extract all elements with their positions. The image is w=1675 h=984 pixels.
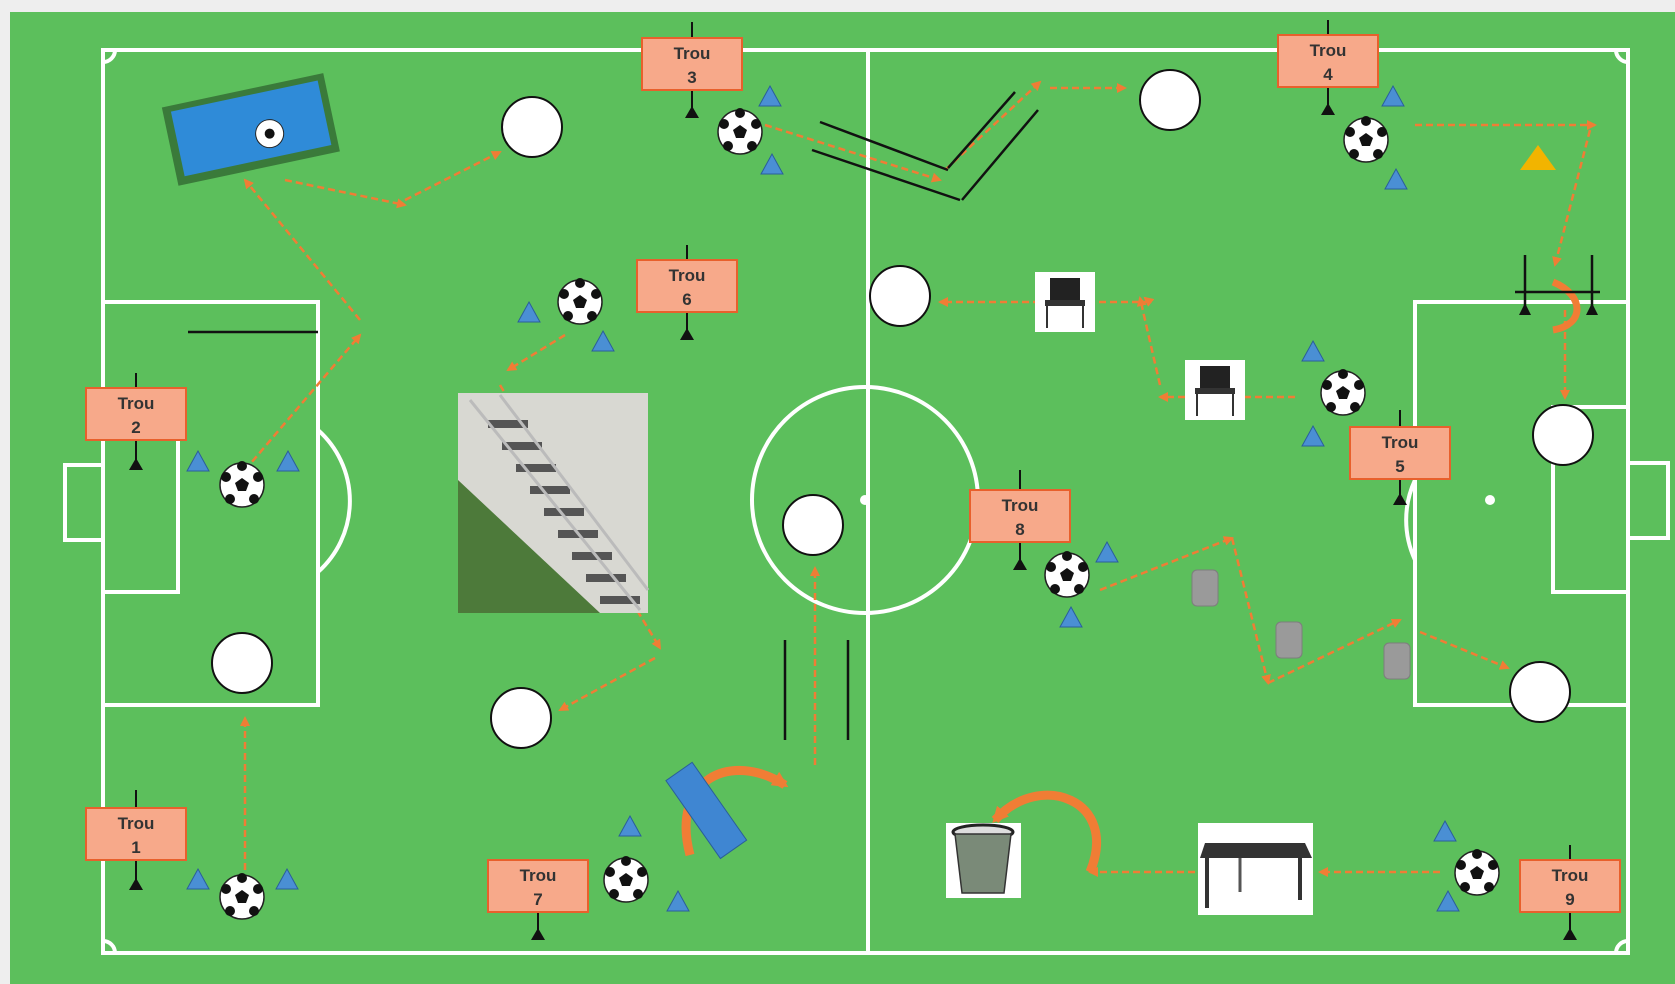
hole-label-number: 9 xyxy=(1565,890,1574,909)
hole-label-8: Trou 8 xyxy=(970,490,1070,542)
hole-label-1: Trou 1 xyxy=(86,808,186,860)
hole-label-number: 4 xyxy=(1323,65,1333,84)
hole-label-number: 8 xyxy=(1015,520,1024,539)
bucket-icon xyxy=(1192,570,1218,606)
hole-label-6: Trou 6 xyxy=(637,260,737,312)
bucket-icon xyxy=(1276,622,1302,658)
hole-label-3: Trou 3 xyxy=(642,38,742,90)
target-circle-icon xyxy=(212,633,272,693)
hole-label-number: 2 xyxy=(131,418,140,437)
target-circle-icon xyxy=(870,266,930,326)
hole-label-title: Trou xyxy=(520,866,557,885)
center-spot xyxy=(860,495,870,505)
hole-label-2: Trou 2 xyxy=(86,388,186,440)
hole-label-number: 3 xyxy=(687,68,696,87)
right-penalty-spot xyxy=(1485,495,1495,505)
hole-label-title: Trou xyxy=(118,394,155,413)
chair-icon xyxy=(1035,272,1095,332)
hole-label-4: Trou 4 xyxy=(1278,35,1378,87)
hole-label-title: Trou xyxy=(1310,41,1347,60)
hole-label-title: Trou xyxy=(1002,496,1039,515)
hole-label-number: 5 xyxy=(1395,457,1404,476)
target-circle-icon xyxy=(502,97,562,157)
hole-label-number: 1 xyxy=(131,838,140,857)
hole-label-title: Trou xyxy=(1552,866,1589,885)
target-circle-icon xyxy=(1140,70,1200,130)
hole-label-title: Trou xyxy=(1382,433,1419,452)
target-circle-icon xyxy=(783,495,843,555)
table-icon xyxy=(1198,823,1313,915)
hole-label-title: Trou xyxy=(118,814,155,833)
target-circle-icon xyxy=(491,688,551,748)
hole-label-number: 7 xyxy=(533,890,542,909)
target-circle-icon xyxy=(1533,405,1593,465)
bucket-icon xyxy=(1384,643,1410,679)
hole-label-number: 6 xyxy=(682,290,691,309)
hole-label-title: Trou xyxy=(669,266,706,285)
hole-label-9: Trou 9 xyxy=(1520,860,1620,912)
hole-label-5: Trou 5 xyxy=(1350,427,1450,479)
target-circle-icon xyxy=(1510,662,1570,722)
chair-icon xyxy=(1185,360,1245,420)
hole-label-7: Trou 7 xyxy=(488,860,588,912)
trash-bin-icon xyxy=(946,823,1021,898)
hole-label-title: Trou xyxy=(674,44,711,63)
stairs-photo xyxy=(458,393,648,613)
